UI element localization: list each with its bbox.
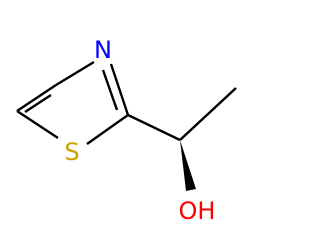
chemical-structure: N S OH	[16, 36, 237, 225]
hydroxyl-atom-label: OH	[179, 197, 216, 225]
bond-c4-c5-inner	[24, 93, 52, 114]
bond-n-c2	[109, 63, 130, 116]
bond-c5-s	[16, 109, 59, 140]
bond-c2-s	[86, 114, 129, 145]
nitrogen-atom-label: N	[94, 36, 112, 64]
bond-c4-n	[55, 60, 95, 87]
bond-n-c2-inner	[101, 69, 119, 111]
side-chain	[127, 87, 237, 191]
bond-c4-c5	[16, 84, 57, 112]
bond-calpha-methyl	[179, 87, 237, 141]
bond-c2-calpha	[127, 113, 181, 142]
stereo-wedge-bond	[180, 140, 196, 191]
thiazole-ring	[16, 60, 130, 145]
sulfur-atom-label: S	[64, 138, 79, 166]
